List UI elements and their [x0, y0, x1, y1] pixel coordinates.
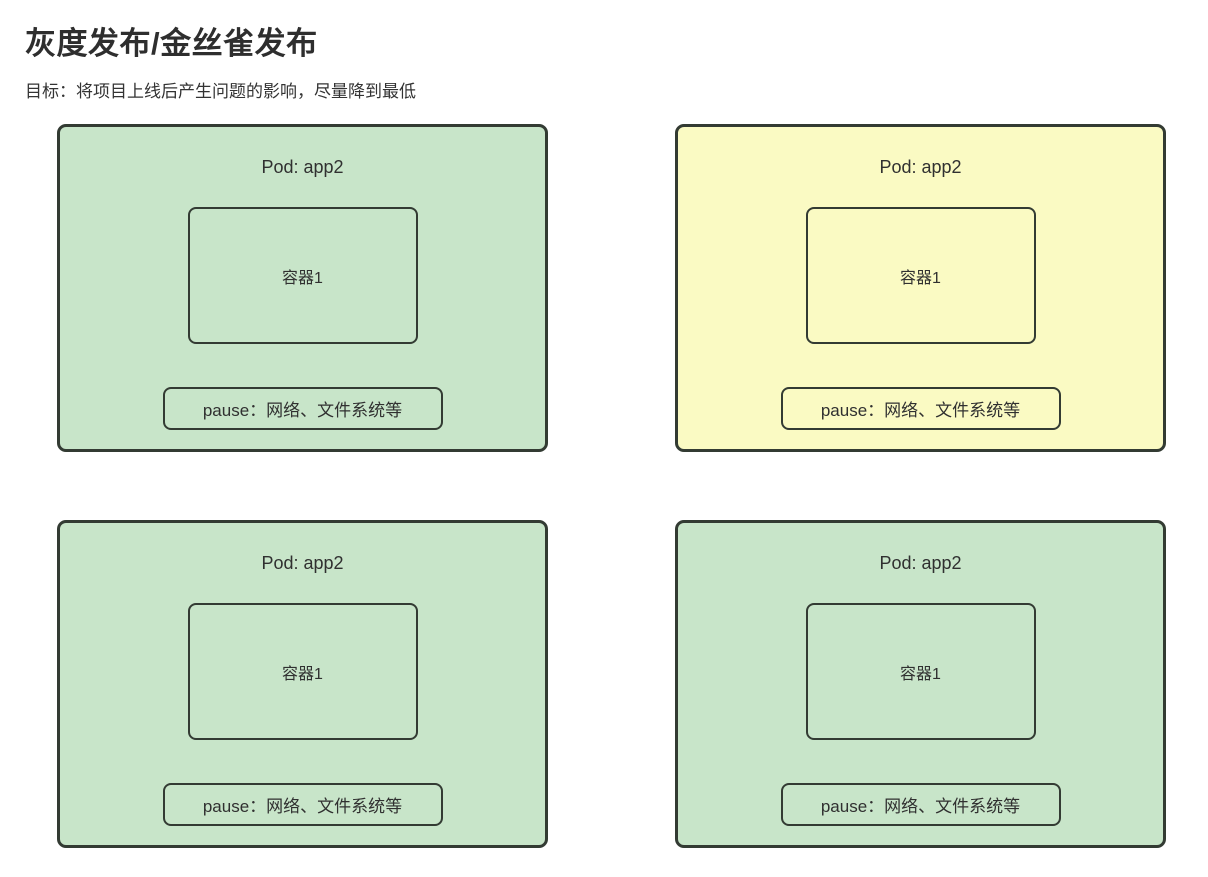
container-box: 容器1 [187, 207, 418, 344]
page-subtitle: 目标：将项目上线后产生问题的影响，尽量降到最低 [25, 82, 416, 101]
pause-box: pause：网络、文件系统等 [162, 387, 443, 430]
page-title: 灰度发布/金丝雀发布 [25, 26, 318, 61]
container-label: 容器1 [282, 665, 323, 683]
pod-title: Pod: app2 [879, 157, 962, 177]
pod-title: Pod: app2 [879, 553, 962, 573]
container-label: 容器1 [282, 269, 323, 287]
container-box: 容器1 [805, 603, 1036, 740]
pause-box: pause：网络、文件系统等 [780, 783, 1061, 826]
pod-title: Pod: app2 [261, 553, 344, 573]
pause-label: pause：网络、文件系统等 [820, 401, 1021, 420]
container-label: 容器1 [900, 665, 941, 683]
pause-box: pause：网络、文件系统等 [780, 387, 1061, 430]
container-box: 容器1 [187, 603, 418, 740]
pod-box-bottom-left: Pod: app2 容器1 pause：网络、文件系统等 [57, 520, 548, 848]
container-box: 容器1 [805, 207, 1036, 344]
container-label: 容器1 [900, 269, 941, 287]
pod-box-bottom-right: Pod: app2 容器1 pause：网络、文件系统等 [675, 520, 1166, 848]
pause-box: pause：网络、文件系统等 [162, 783, 443, 826]
pod-box-top-right: Pod: app2 容器1 pause：网络、文件系统等 [675, 124, 1166, 452]
pod-box-top-left: Pod: app2 容器1 pause：网络、文件系统等 [57, 124, 548, 452]
pause-label: pause：网络、文件系统等 [202, 797, 403, 816]
pod-title: Pod: app2 [261, 157, 344, 177]
pause-label: pause：网络、文件系统等 [820, 797, 1021, 816]
pause-label: pause：网络、文件系统等 [202, 401, 403, 420]
